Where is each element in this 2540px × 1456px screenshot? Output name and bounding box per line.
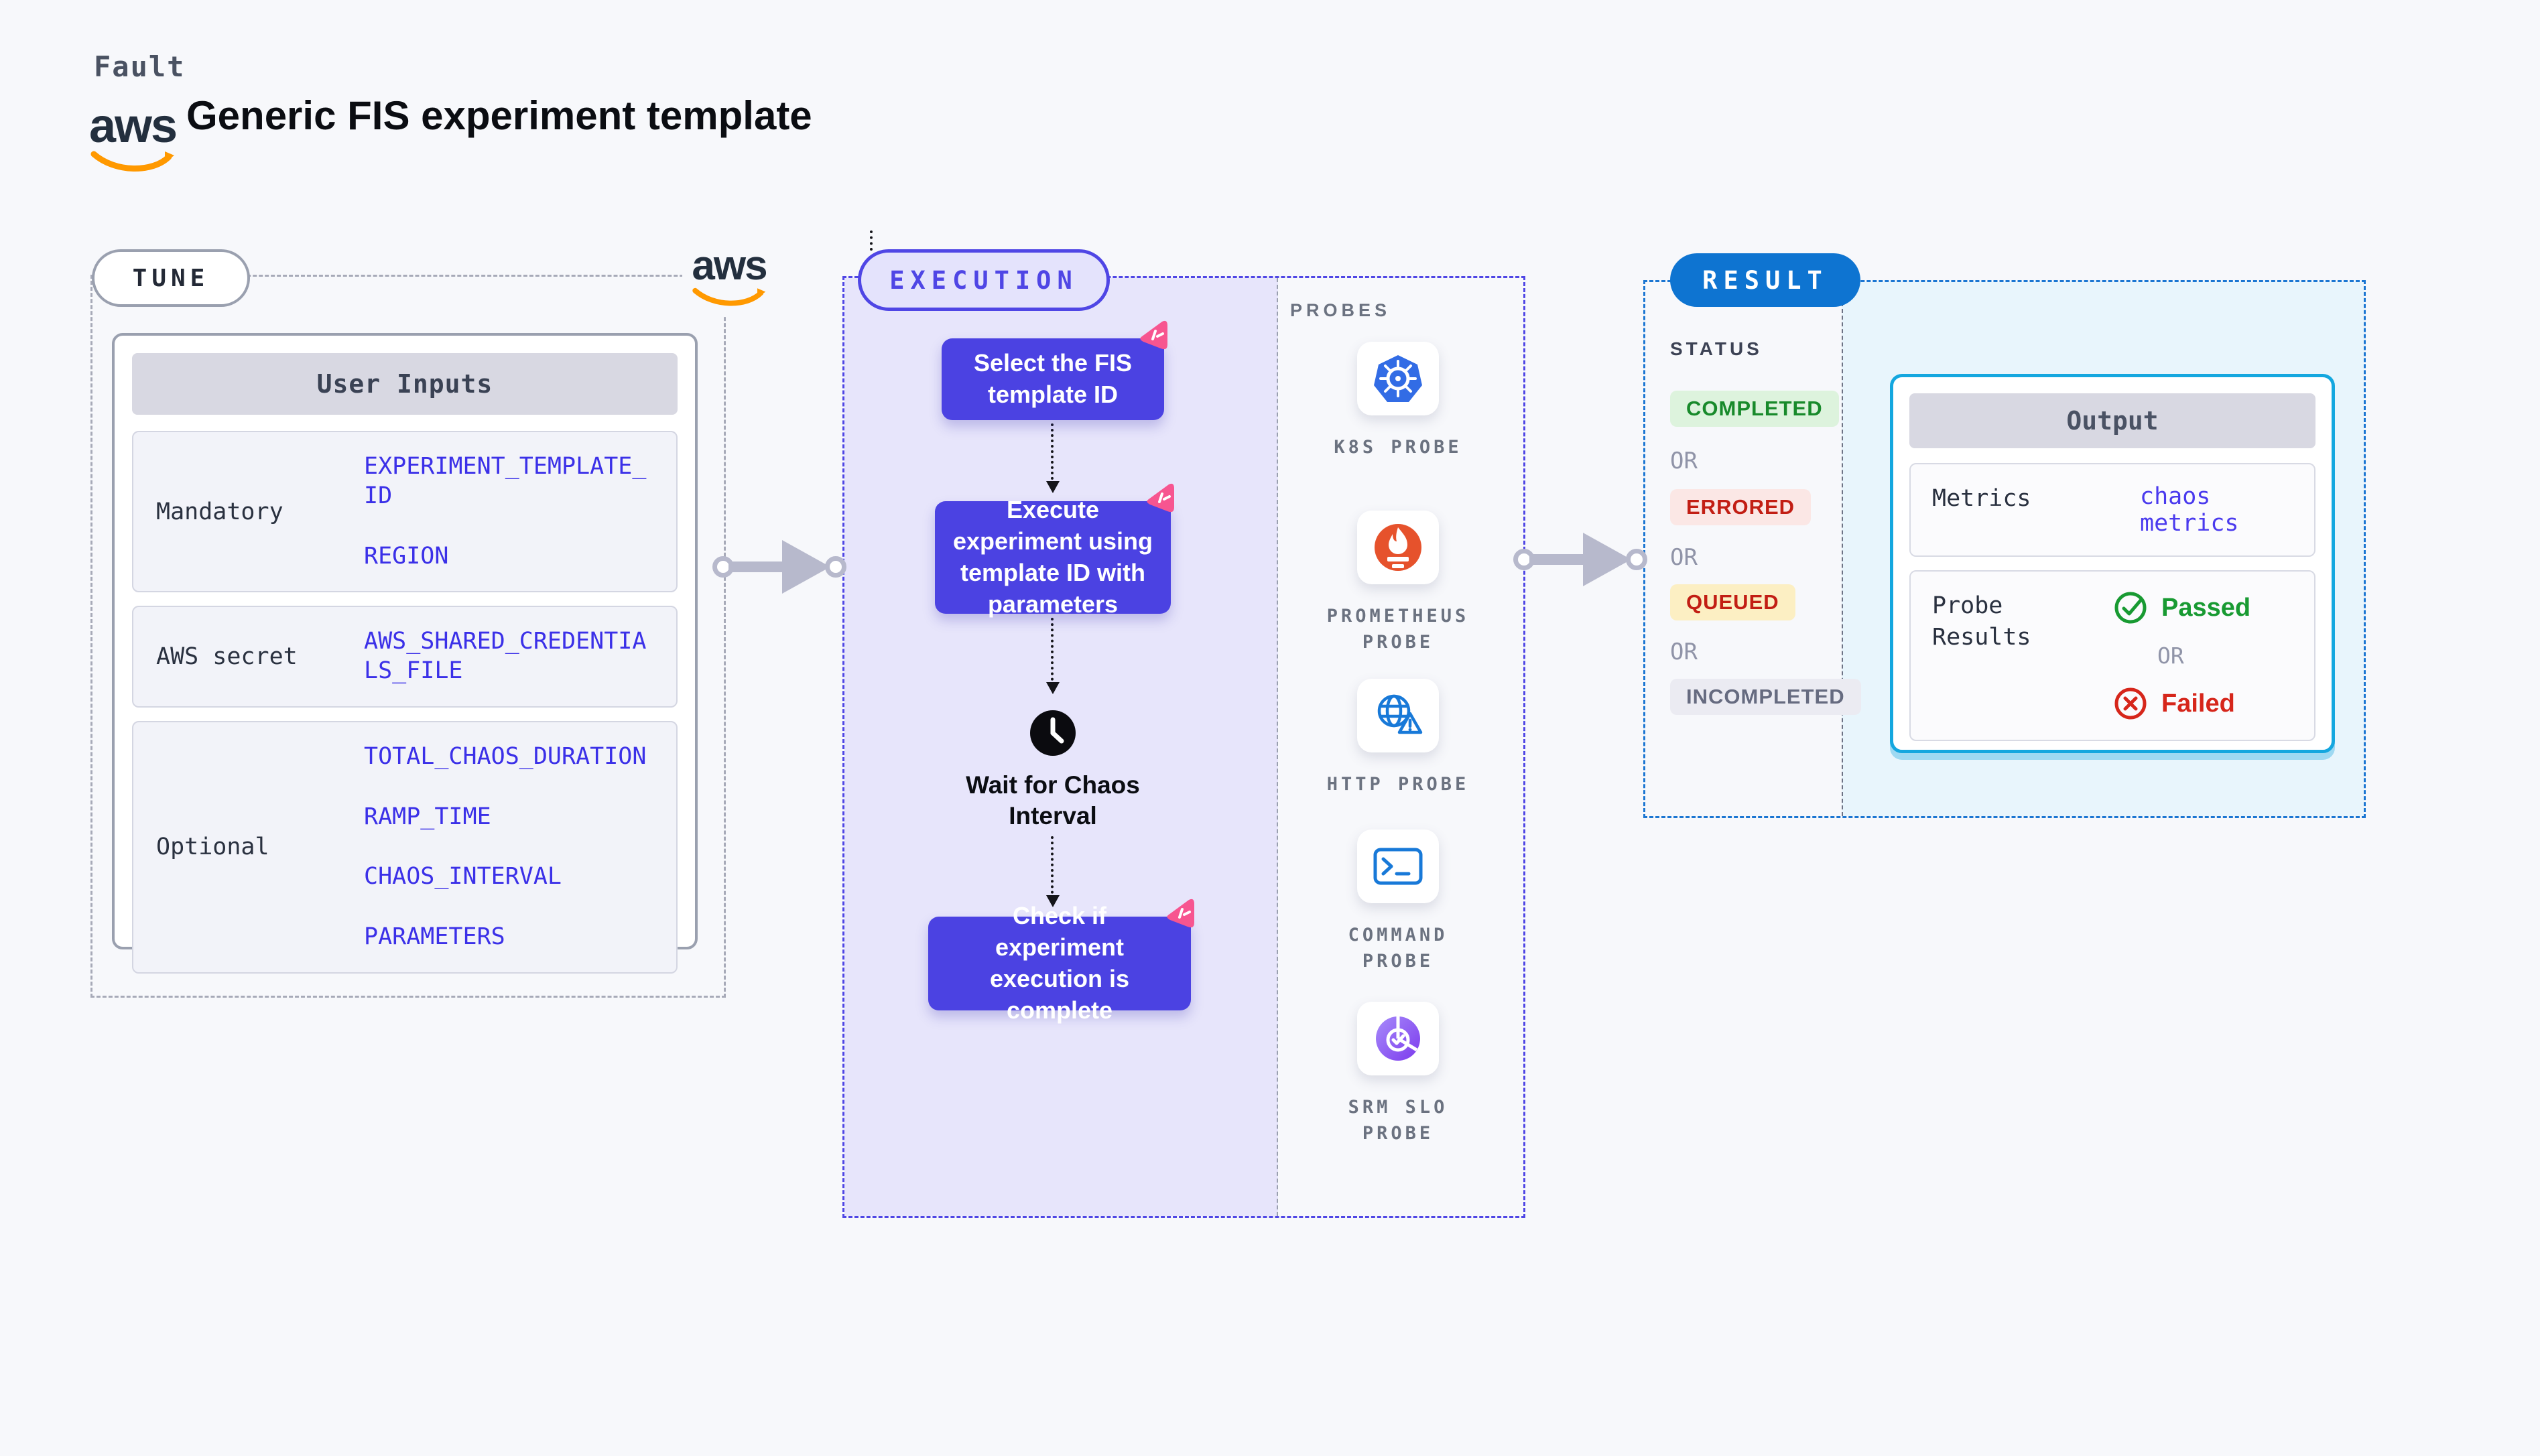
probe-card-k8s [1357,342,1439,415]
probe-label: PROMETHEUS PROBE [1326,606,1470,653]
clock-icon [1030,710,1076,756]
globe-warning-icon [1377,694,1423,734]
step-execute-experiment: Execute experiment using template ID wit… [935,496,1171,618]
arrow-execution-to-result [1513,529,1647,590]
row-label: Mandatory [156,498,283,525]
env-variable: EXPERIMENT_TEMPLATE_ID [364,453,647,509]
probe-card-prometheus [1357,511,1439,584]
status-heading: STATUS [1670,338,1763,359]
execution-entry-connector [870,230,873,251]
output-row-probe-results: Probe Results Passed OR Failed [1909,570,2315,741]
fault-badge-icon [1167,899,1194,928]
or-separator: OR [2157,643,2184,669]
page-title: Generic FIS experiment template [186,93,812,138]
step-check-complete: Check if experiment execution is complet… [928,902,1191,1024]
or-separator: OR [1670,639,1698,665]
env-variable: AWS_SHARED_CREDENTIALS_FILE [364,628,647,684]
passed-label: Passed [2161,593,2251,622]
probe-card-http [1357,679,1439,752]
x-circle-icon [2114,687,2147,720]
arrow-tune-to-execution [712,537,846,597]
probe-results-label: Probe Results [1932,592,2031,651]
probe-label: HTTP PROBE [1326,774,1470,795]
step-select-template: Select the FIS template ID [942,338,1164,420]
kubernetes-icon [1374,355,1422,402]
brand-label: Fault [94,50,186,83]
env-variable: CHAOS_INTERVAL [364,863,562,890]
status-badge-errored: ERRORED [1670,489,1812,525]
table-row-optional: Optional TOTAL_CHAOS_DURATION RAMP_TIME … [132,720,678,974]
table-row-mandatory: Mandatory EXPERIMENT_TEMPLATE_ID REGION [132,431,678,593]
env-variable: RAMP_TIME [364,803,491,830]
probes-heading: PROBES [1290,300,1391,320]
row-label: AWS secret [156,643,298,670]
probe-label: K8S PROBE [1334,437,1462,458]
slo-donut-check-icon [1376,1016,1420,1061]
prometheus-icon [1375,524,1421,571]
probe-label: SRM SLO PROBE [1348,1097,1448,1144]
output-header: Output [1909,393,2315,448]
aws-smile-icon [692,287,766,306]
env-variable: TOTAL_CHAOS_DURATION [364,742,647,770]
flow-connector [1046,423,1060,493]
fault-badge-icon [1147,483,1174,513]
status-badge-queued: QUEUED [1670,584,1795,620]
wait-label: Wait for Chaos Interval [966,771,1140,830]
execution-pill: EXECUTION [858,249,1110,311]
metrics-label: Metrics [1932,485,2031,512]
aws-logo: aws [89,99,178,180]
probe-card-srm-slo [1357,1002,1439,1075]
user-inputs-header: User Inputs [132,353,678,415]
env-variable: PARAMETERS [364,923,505,950]
aws-logo-tune: aws [682,243,776,316]
status-badge-incompleted: INCOMPLETED [1670,679,1861,715]
terminal-icon [1373,848,1423,885]
env-variable: REGION [364,542,449,570]
metrics-value: chaos metrics [2140,483,2239,537]
status-badge-completed: COMPLETED [1670,391,1839,427]
aws-logo-text: aws [89,99,178,153]
output-card: Output Metrics chaos metrics Probe Resul… [1890,374,2335,753]
user-inputs-card: User Inputs Mandatory EXPERIMENT_TEMPLAT… [112,333,698,974]
failed-label: Failed [2161,689,2235,718]
aws-logo-text: aws [692,243,767,289]
check-circle-icon [2114,592,2147,624]
output-row-metrics: Metrics chaos metrics [1909,463,2315,557]
flow-connector [1046,618,1060,694]
fault-badge-icon [1140,320,1167,350]
tune-container [90,275,726,998]
tune-pill: TUNE [92,249,250,307]
row-label: Optional [156,834,269,861]
table-row-aws-secret: AWS secret AWS_SHARED_CREDENTIALS_FILE [132,606,678,708]
or-separator: OR [1670,544,1698,571]
flow-connector [1046,836,1060,907]
or-separator: OR [1670,448,1698,474]
probe-label: COMMAND PROBE [1348,925,1448,972]
probe-card-command [1357,830,1439,903]
step-wait-for-chaos-interval: Wait for Chaos Interval [965,709,1141,832]
aws-smile-icon [90,151,175,172]
result-pill: RESULT [1670,253,1860,307]
